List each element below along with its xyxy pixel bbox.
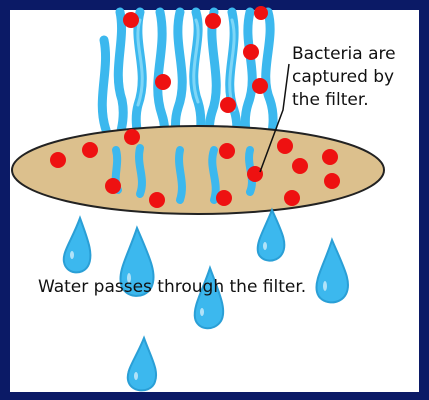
caption-text: Water passes through the filter. [38,277,306,297]
bacterium [324,173,340,189]
bacterium [205,13,221,29]
bacterium [124,129,140,145]
bacterium [82,142,98,158]
callout-line-3: the filter. [292,90,369,110]
bacterium [220,97,236,113]
callout-line-1: Bacteria are [292,44,396,64]
bacterium [254,6,268,20]
bacterium [292,158,308,174]
bacterium [252,78,268,94]
bacterium [277,138,293,154]
bacterium [149,192,165,208]
bacterium [219,143,235,159]
callout-line-2: captured by [292,67,394,87]
filter-disk [12,126,384,214]
bacterium [105,178,121,194]
bacterium [243,44,259,60]
bacterium [123,12,139,28]
bacterium [216,190,232,206]
bacterium [322,149,338,165]
bacterium [155,74,171,90]
bacterium [50,152,66,168]
bacterium [284,190,300,206]
